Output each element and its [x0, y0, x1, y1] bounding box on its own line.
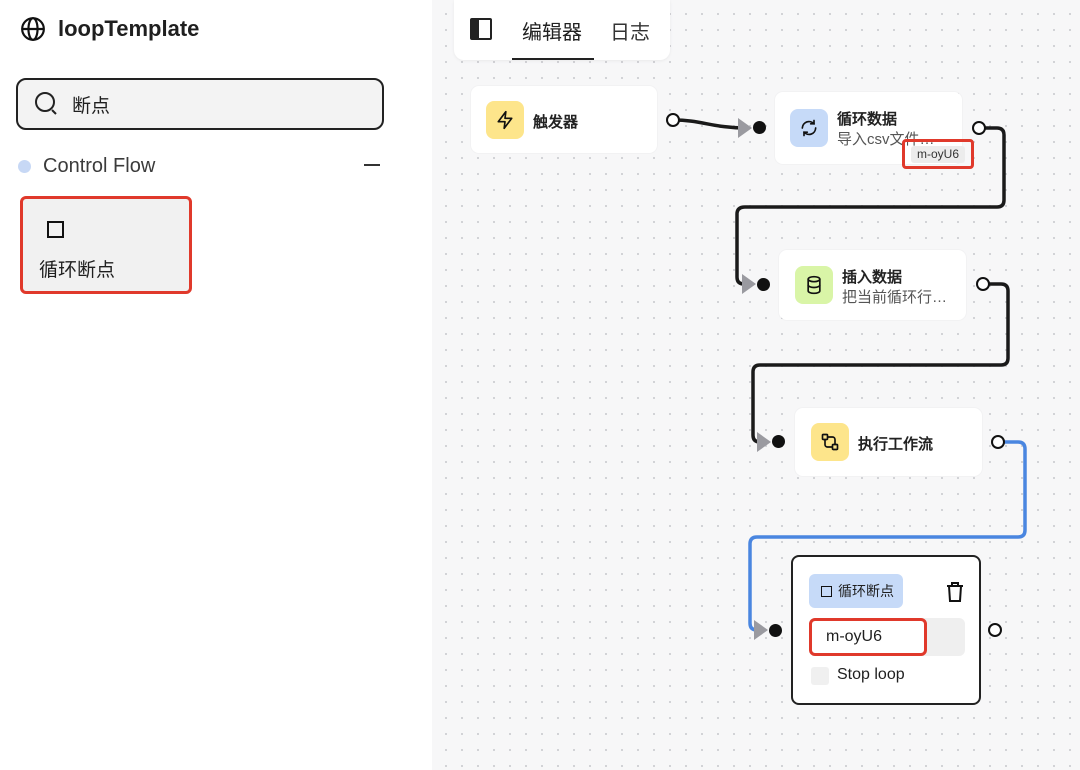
tab-editor[interactable]: 编辑器 [522, 22, 582, 44]
database-icon [795, 266, 833, 304]
group-dot [18, 159, 31, 173]
block-loop-breakpoint[interactable]: 循环断点 [20, 196, 192, 294]
node-insert-data[interactable]: 插入数据 把当前循环行… [779, 250, 966, 320]
loop-breakpoint-tag-label: 循环断点 [838, 583, 894, 599]
minus-icon[interactable] [364, 164, 380, 166]
node-insert-data-desc: 把当前循环行… [842, 289, 948, 306]
group-control-flow[interactable]: Control Flow [18, 152, 388, 180]
loop-id-badge: m-oyU6 [902, 139, 974, 169]
node-loop-data-title: 循环数据 [837, 111, 898, 128]
group-label: Control Flow [43, 154, 156, 177]
loop-data-input-port[interactable] [753, 121, 766, 134]
globe-icon [21, 17, 45, 41]
node-run-workflow[interactable]: 执行工作流 [795, 408, 982, 476]
node-run-workflow-title: 执行工作流 [858, 436, 934, 453]
trigger-output-port[interactable] [666, 113, 680, 127]
panel-left-icon[interactable] [470, 18, 492, 40]
lightning-icon [486, 101, 524, 139]
loop-breakpoint-tag: 循环断点 [809, 574, 903, 608]
trash-icon[interactable] [945, 581, 965, 603]
insert-data-output-port[interactable] [976, 277, 990, 291]
node-trigger[interactable]: 触发器 [471, 86, 657, 153]
app-header: loopTemplate [20, 14, 199, 44]
insert-data-input-arrow [742, 274, 756, 294]
node-loop-data-desc: 导入csv文件… [837, 131, 935, 148]
breakpoint-input-arrow [754, 620, 768, 640]
square-icon [47, 221, 64, 238]
app-title: loopTemplate [58, 16, 200, 41]
block-label: 循环断点 [39, 260, 116, 281]
node-trigger-title: 触发器 [533, 114, 579, 131]
loop-id-input[interactable]: m-oyU6 [809, 618, 927, 656]
loop-data-input-arrow [738, 118, 752, 138]
breakpoint-output-port[interactable] [988, 623, 1002, 637]
breakpoint-input-port[interactable] [769, 624, 782, 637]
loop-data-output-port[interactable] [972, 121, 986, 135]
tab-log[interactable]: 日志 [610, 22, 650, 44]
node-loop-breakpoint[interactable]: 循环断点 m-oyU6 Stop loop [791, 555, 981, 705]
stop-loop-checkbox[interactable] [811, 667, 829, 685]
square-icon [821, 585, 832, 597]
stop-loop-label: Stop loop [837, 666, 905, 683]
loop-id-text: m-oyU6 [911, 146, 966, 163]
active-tab-indicator [512, 58, 594, 60]
editor-toolbar: 编辑器 日志 [454, 0, 670, 60]
sidebar: loopTemplate 断点 Control Flow 循环断点 [0, 0, 432, 770]
run-workflow-input-arrow [757, 432, 771, 452]
node-insert-data-title: 插入数据 [842, 269, 903, 286]
insert-data-input-port[interactable] [757, 278, 770, 291]
workflow-icon [811, 423, 849, 461]
search-value[interactable]: 断点 [72, 95, 111, 117]
search-input[interactable]: 断点 [16, 78, 384, 130]
search-icon [35, 92, 57, 115]
refresh-icon [790, 109, 828, 147]
run-workflow-output-port[interactable] [991, 435, 1005, 449]
run-workflow-input-port[interactable] [772, 435, 785, 448]
